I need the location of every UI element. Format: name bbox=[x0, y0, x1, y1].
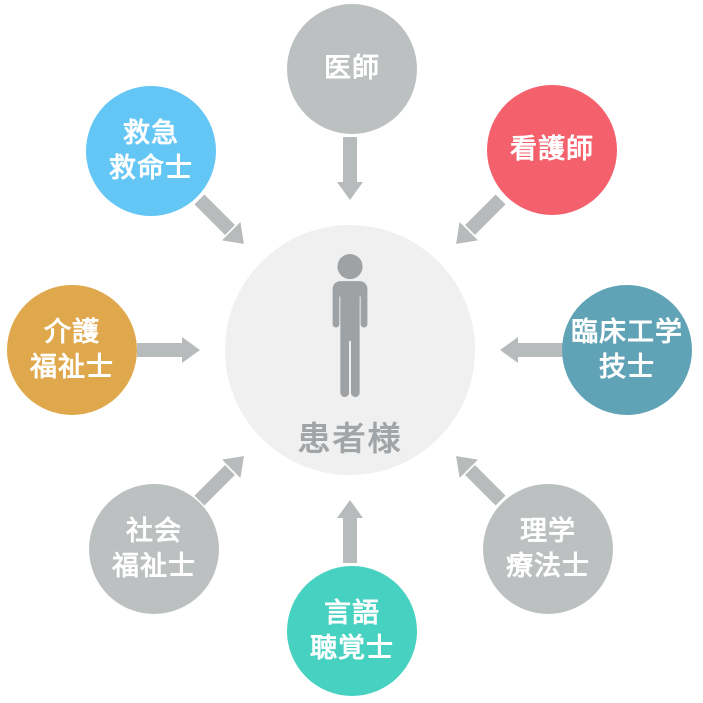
arrow-from-care-worker bbox=[137, 337, 200, 363]
arrow-from-social-worker bbox=[194, 456, 244, 506]
person-icon bbox=[321, 254, 379, 399]
node-physical-therapist: 理学 療法士 bbox=[483, 484, 613, 614]
node-speech-therapist: 言語 聴覚士 bbox=[287, 566, 417, 696]
node-clinical-engineer: 臨床工学 技士 bbox=[562, 285, 692, 415]
arrow-from-physical-therapist bbox=[456, 456, 506, 506]
arrow-from-paramedic bbox=[194, 194, 244, 244]
arrow-from-nurse bbox=[456, 194, 506, 244]
arrow-from-doctor bbox=[337, 137, 363, 200]
node-care-worker: 介護 福祉士 bbox=[7, 285, 137, 415]
arrow-from-clinical-engineer bbox=[500, 337, 563, 363]
node-paramedic: 救急 救命士 bbox=[86, 86, 216, 216]
arrow-from-speech-therapist bbox=[337, 500, 363, 563]
center-label: 患者様 bbox=[297, 420, 403, 457]
node-doctor: 医師 bbox=[287, 4, 417, 134]
center-node-patient: 患者様 bbox=[225, 225, 475, 475]
node-nurse: 看護師 bbox=[487, 85, 617, 215]
node-social-worker: 社会 福祉士 bbox=[89, 484, 219, 614]
